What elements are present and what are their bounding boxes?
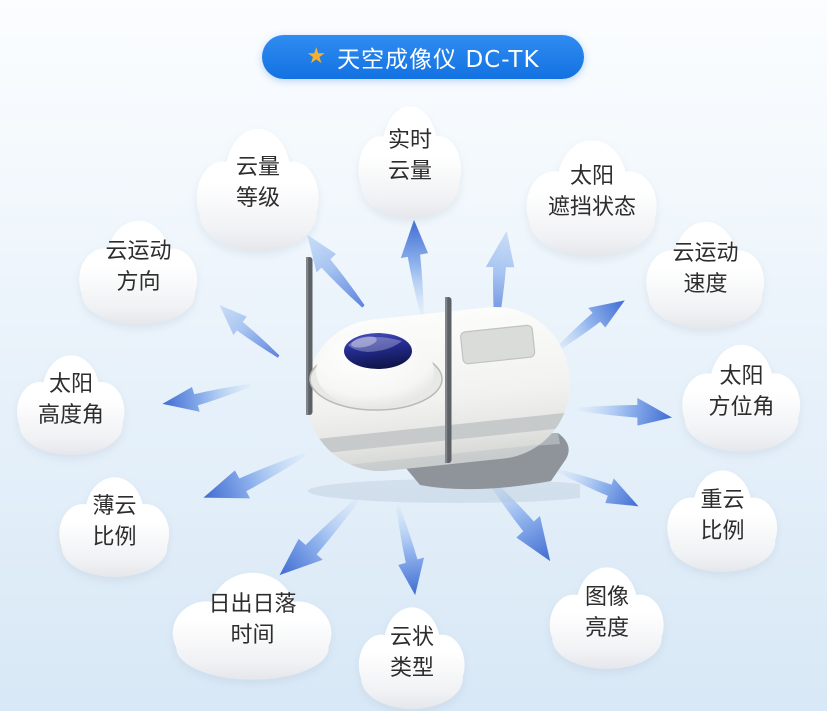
feature-cloud-sun-elevation-angle: 太阳高度角 <box>5 349 137 459</box>
feature-cloud-thick-cloud-ratio: 重云比例 <box>655 464 790 576</box>
feature-cloud-realtime-cloud-amount: 实时云量 <box>347 99 473 223</box>
feature-label: 云运动方向 <box>105 238 172 295</box>
fisheye-lens <box>344 333 412 369</box>
feature-label: 云状类型 <box>389 624 435 681</box>
arrow-cloud-type <box>390 502 432 600</box>
arrow-sun-azimuth-angle <box>576 385 678 435</box>
banner-title: 天空成像仪 DC-TK <box>337 47 540 73</box>
feature-cloud-thin-cloud-ratio: 薄云比例 <box>47 471 182 581</box>
feature-label: 日出日落时间 <box>208 592 297 649</box>
feature-label: 重云比例 <box>700 487 745 544</box>
feature-label: 太阳遮挡状态 <box>547 163 637 220</box>
feature-label: 太阳方位角 <box>708 364 775 421</box>
feature-label: 云量等级 <box>235 155 281 212</box>
feature-cloud-image-brightness: 图像亮度 <box>537 561 677 673</box>
feature-cloud-cloud-motion-speed: 云运动速度 <box>633 215 778 333</box>
sky-imager-device <box>300 257 580 503</box>
feature-label: 实时云量 <box>387 128 433 185</box>
feature-label: 太阳高度角 <box>37 371 105 428</box>
feature-cloud-sun-azimuth-angle: 太阳方位角 <box>669 338 814 456</box>
feature-label: 云运动速度 <box>672 241 739 298</box>
feature-label: 薄云比例 <box>92 493 137 550</box>
title-banner: ★ 天空成像仪 DC-TK <box>262 35 584 79</box>
feature-label: 图像亮度 <box>584 584 630 641</box>
camera-dome <box>309 333 443 411</box>
feature-cloud-cloud-type: 云状类型 <box>347 601 477 711</box>
feature-cloud-sunrise-sunset-time: 日出日落时间 <box>155 566 350 684</box>
antenna-left <box>306 257 313 415</box>
antenna-right <box>445 297 452 463</box>
star-icon: ★ <box>306 44 327 69</box>
arrow-sun-elevation-angle <box>157 377 254 419</box>
feature-cloud-cloud-amount-level: 云量等级 <box>183 121 333 256</box>
device-top-panel <box>460 324 536 365</box>
feature-cloud-cloud-motion-direction: 云运动方向 <box>66 214 211 329</box>
feature-cloud-sun-occlusion-status: 太阳遮挡状态 <box>512 133 672 261</box>
